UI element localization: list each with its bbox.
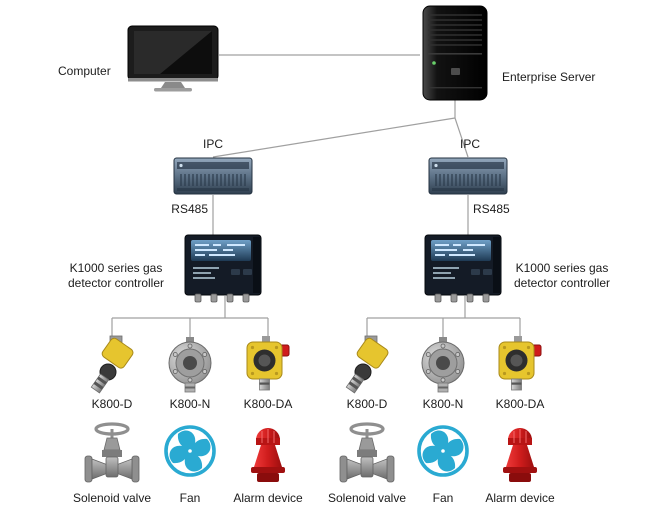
ipc-right-icon: [428, 157, 508, 195]
server-label: Enterprise Server: [502, 70, 596, 84]
controller-right-label-line2: detector controller: [513, 276, 611, 290]
ipc-left-icon: [173, 157, 253, 195]
controller-left-label: K1000 series gas detector controller: [52, 261, 180, 291]
rs485-left-label: RS485: [171, 202, 208, 216]
enterprise-server-icon: [419, 5, 491, 101]
detector-k800d-right-icon: [339, 335, 395, 394]
detector-k800n-right-icon: [415, 337, 471, 393]
detector-label: K800-DA: [243, 397, 293, 411]
controller-left-icon: [183, 233, 267, 303]
fan-left-icon: [163, 424, 217, 478]
controller-right-icon: [423, 233, 507, 303]
alarm-device-left-icon: [248, 422, 288, 484]
device-label: Solenoid valve: [72, 491, 152, 505]
controller-right-label: K1000 series gas detector controller: [498, 261, 626, 291]
detector-label: K800-N: [422, 397, 464, 411]
device-label: Fan: [179, 491, 201, 505]
computer-label: Computer: [58, 64, 111, 78]
device-label: Solenoid valve: [327, 491, 407, 505]
ipc-left-label: IPC: [202, 137, 223, 151]
ipc-right-label: IPC: [459, 137, 480, 151]
detector-label: K800-D: [346, 397, 388, 411]
detector-k800n-left-icon: [162, 337, 218, 393]
alarm-device-right-icon: [500, 422, 540, 484]
device-label: Alarm device: [233, 491, 303, 505]
fan-right-icon: [416, 424, 470, 478]
detector-label: K800-D: [91, 397, 133, 411]
detector-k800da-left-icon: [240, 336, 296, 394]
device-label: Fan: [432, 491, 454, 505]
detector-k800d-left-icon: [84, 335, 140, 394]
detector-k800da-right-icon: [492, 336, 548, 394]
detector-label: K800-DA: [495, 397, 545, 411]
controller-right-label-line1: K1000 series gas: [515, 261, 609, 275]
computer-icon: [127, 25, 219, 92]
controller-left-label-line1: K1000 series gas: [69, 261, 163, 275]
rs485-right-label: RS485: [473, 202, 510, 216]
controller-left-label-line2: detector controller: [67, 276, 165, 290]
device-label: Alarm device: [485, 491, 555, 505]
solenoid-valve-right-icon: [336, 420, 398, 484]
solenoid-valve-left-icon: [81, 420, 143, 484]
detector-label: K800-N: [169, 397, 211, 411]
